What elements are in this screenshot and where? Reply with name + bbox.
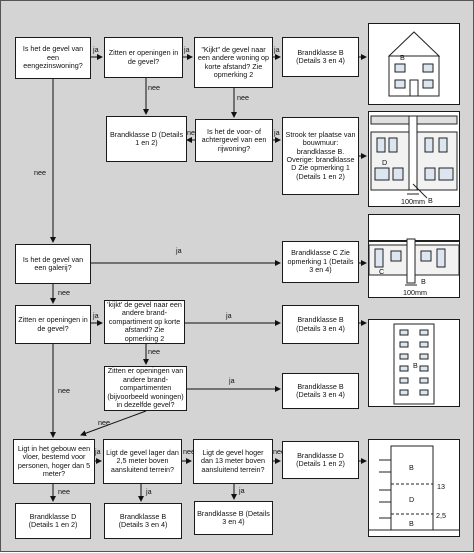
elevation-drawing xyxy=(369,445,459,531)
edge-label-ja: ja xyxy=(184,45,190,54)
result-brandklasse-d: Brandklasse D (Details 1 en 2) xyxy=(15,503,91,539)
question-galerij: Is het de gevel van een galerij? xyxy=(15,244,91,284)
edge-label-ja: ja xyxy=(239,486,245,495)
gallery-class-label-c: C xyxy=(379,267,385,276)
house-illustration: B xyxy=(368,23,460,105)
row-dimension: 100mm xyxy=(401,197,425,206)
result-brandklasse-b: Brandklasse B (Details 3 en 4) xyxy=(282,373,359,409)
edge-label-nee: nee xyxy=(34,168,46,177)
question-hoger-13-meter: Ligt de gevel hoger dan 13 meter boven a… xyxy=(193,439,273,484)
house-drawing xyxy=(387,31,441,97)
edge-label-ja: ja xyxy=(93,311,99,320)
edge-label-nee: nee xyxy=(187,128,199,137)
question-openingen: Zitten er openingen in de gevel? xyxy=(104,37,183,78)
elevation-illustration: B D B 13 2,5 xyxy=(368,439,460,537)
apartment-class-label: B xyxy=(413,361,418,370)
edge-label-ja: ja xyxy=(229,376,235,385)
gallery-dimension: 100mm xyxy=(403,288,427,297)
edge-label-ja: ja xyxy=(93,45,99,54)
result-brandklasse-b: Brandklasse B (Details 3 en 4) xyxy=(282,37,359,77)
result-strook-bouwmuur: Strook ter plaatse van bouwmuur: brandkl… xyxy=(282,117,359,195)
result-brandklasse-d: Brandklasse D (Details 1 en 2) xyxy=(106,116,187,162)
apartment-block-illustration: B xyxy=(368,319,460,407)
result-brandklasse-b: Brandklasse B (Details 3 en 4) xyxy=(282,305,359,344)
edge-label-nee: nee xyxy=(98,418,110,427)
edge-label-nee: nee xyxy=(148,347,160,356)
question-openingen-compartimenten: Zitten er openingen van andere brand-com… xyxy=(104,366,187,411)
edge-label-ja: ja xyxy=(146,487,152,496)
edge-label-ja: ja xyxy=(274,45,280,54)
gallery-class-label-b: B xyxy=(421,277,426,286)
question-vloer-5-meter: Ligt in het gebouw een vloer, bestemd vo… xyxy=(13,439,95,484)
question-kijkt-compartiment: 'kijkt' de gevel naar een andere brand-c… xyxy=(104,300,185,344)
apartment-block-drawing xyxy=(393,323,435,405)
edge-label-nee: nee xyxy=(183,447,195,456)
row-houses-drawing xyxy=(370,115,458,199)
edge-label-nee: nee xyxy=(237,93,249,102)
edge-label-nee: nee xyxy=(58,487,70,496)
edge-label-nee: nee xyxy=(273,447,285,456)
result-brandklasse-c: Brandklasse C Zie opmerking 1 (Details 3… xyxy=(282,241,359,283)
elevation-label-d: D xyxy=(409,495,415,504)
edge-label-ja: ja xyxy=(95,447,101,456)
row-class-label-b: B xyxy=(428,196,433,205)
edge-label-ja: ja xyxy=(274,128,280,137)
edge-label-nee: nee xyxy=(58,386,70,395)
elevation-label-b-bottom: B xyxy=(409,519,414,528)
edge-label-ja: ja xyxy=(176,246,182,255)
elevation-label-b-top: B xyxy=(409,463,414,472)
question-voor-achtergevel: Is het de voor- of achtergevel van een r… xyxy=(195,119,273,162)
question-kijkt-woning: "Kijkt" de gevel naar een andere woning … xyxy=(194,37,273,88)
gallery-drawing xyxy=(368,238,460,286)
result-brandklasse-d: Brandklasse D (Details 1 en 2) xyxy=(282,441,359,479)
gallery-illustration: C B 100mm xyxy=(368,214,460,298)
result-brandklasse-b: Brandklasse B (Details 3 en 4) xyxy=(194,501,273,535)
row-houses-illustration: D B 100mm xyxy=(368,111,460,207)
result-brandklasse-b: Brandklasse B (Details 3 en 4) xyxy=(104,503,182,539)
question-openingen-2: Zitten er openingen in de gevel? xyxy=(15,305,91,344)
house-class-label: B xyxy=(400,53,405,62)
question-lager-2-5-meter: Ligt de gevel lager dan 2,5 meter boven … xyxy=(103,439,182,484)
elevation-dim-13: 13 xyxy=(437,482,445,491)
edge-label-nee: nee xyxy=(58,288,70,297)
question-eengezinswoning: Is het de gevel van een eengezinswoning? xyxy=(15,37,91,79)
elevation-dim-2-5: 2,5 xyxy=(436,511,446,520)
edge-label-ja: ja xyxy=(226,311,232,320)
edge-label-nee: nee xyxy=(148,83,160,92)
row-class-label-d: D xyxy=(382,158,388,167)
